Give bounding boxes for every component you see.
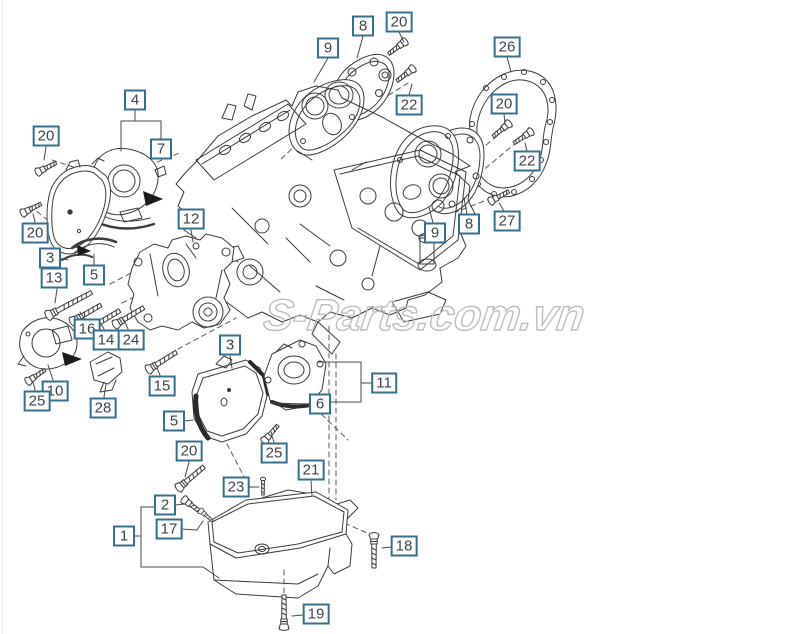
leader-line [32, 381, 36, 391]
callout-15[interactable]: 15 [148, 375, 176, 397]
callout-28[interactable]: 28 [89, 397, 117, 419]
leader-line [524, 142, 528, 152]
engine-block [175, 85, 476, 355]
leader-line [123, 319, 129, 330]
callout-5[interactable]: 5 [83, 264, 105, 286]
callout-25[interactable]: 25 [260, 442, 288, 464]
leader-line [428, 206, 434, 224]
camshaft-cover-9-left [288, 79, 365, 156]
front-case-12 [127, 233, 235, 331]
callout-27[interactable]: 27 [493, 210, 521, 232]
leader-line [79, 311, 85, 319]
leader-line [313, 57, 329, 83]
callout-14[interactable]: 14 [92, 329, 120, 351]
bolt-18 [368, 532, 380, 569]
callout-11[interactable]: 11 [371, 372, 397, 394]
leader-line [310, 480, 313, 497]
callout-26[interactable]: 26 [493, 36, 521, 58]
bolt-20-left-lower [18, 199, 44, 219]
leader-line [356, 35, 364, 59]
callout-20[interactable]: 20 [385, 11, 413, 33]
callout-12[interactable]: 12 [177, 208, 205, 230]
callout-1[interactable]: 1 [113, 525, 135, 547]
bolt-17 [196, 506, 215, 524]
callout-17[interactable]: 17 [155, 518, 183, 540]
leader-line [291, 614, 304, 617]
bolt-20-right [489, 118, 514, 141]
leader-line [99, 321, 105, 330]
clamp-28 [89, 351, 123, 393]
callout-20[interactable]: 20 [175, 440, 203, 462]
leader-line [103, 383, 107, 398]
callout-18[interactable]: 18 [390, 535, 418, 557]
callout-4[interactable]: 4 [124, 89, 146, 111]
callout-7[interactable]: 7 [150, 138, 172, 160]
bolt-22-right [511, 126, 536, 148]
callout-19[interactable]: 19 [302, 603, 330, 625]
callout-6[interactable]: 6 [309, 393, 331, 415]
leader-line [270, 402, 310, 405]
leader-line [381, 546, 392, 549]
timing-cover-lower-left [191, 355, 270, 443]
callout-21[interactable]: 21 [297, 459, 325, 481]
callout-9[interactable]: 9 [424, 222, 446, 244]
leader-line [498, 202, 505, 212]
bolt-20-top [385, 36, 410, 58]
stud-23 [259, 476, 267, 496]
callout-8[interactable]: 8 [352, 15, 374, 37]
leader-line [229, 355, 233, 369]
callout-5[interactable]: 5 [163, 410, 185, 432]
callout-13[interactable]: 13 [40, 267, 68, 289]
bolt-20-left-upper [33, 158, 59, 178]
leader-line [43, 146, 47, 161]
bolt-15 [143, 347, 180, 376]
callout-20[interactable]: 20 [21, 222, 49, 244]
leader-line [183, 419, 194, 422]
direction-arrows [62, 191, 163, 366]
leader-line [180, 520, 204, 531]
bolt-19 [278, 594, 290, 631]
leader-lines [32, 31, 528, 617]
leader-line [32, 213, 36, 223]
oil-pan-1 [207, 491, 353, 599]
callout-9[interactable]: 9 [317, 37, 339, 59]
leader-line [184, 461, 190, 478]
callout-20[interactable]: 20 [32, 125, 60, 147]
leader-line [506, 56, 512, 73]
leader-line [408, 83, 413, 96]
timing-belt-cover-upper-left-4 [46, 157, 111, 255]
callout-25[interactable]: 25 [23, 390, 51, 412]
callout-20[interactable]: 20 [490, 93, 518, 115]
leader-line [271, 435, 275, 443]
bolt-22-top [393, 63, 418, 86]
callout-8[interactable]: 8 [458, 213, 480, 235]
callout-2[interactable]: 2 [154, 494, 176, 516]
callout-23[interactable]: 23 [222, 476, 250, 498]
leader-line [463, 197, 468, 215]
leader-line [156, 367, 161, 376]
callout-3[interactable]: 3 [219, 334, 241, 356]
callout-22[interactable]: 22 [395, 94, 423, 116]
leader-line [398, 31, 405, 43]
callout-3[interactable]: 3 [39, 247, 61, 269]
watermark-text: S-Parts.com.vn [261, 291, 588, 340]
leader-line [120, 120, 162, 152]
leader-line [140, 566, 220, 579]
seal-strips-left-3-5 [61, 237, 118, 261]
callout-24[interactable]: 24 [117, 329, 145, 351]
leader-line [503, 113, 506, 125]
leader-line [47, 364, 54, 381]
leader-line [190, 229, 194, 243]
leader-line [54, 288, 58, 304]
bolt-20-bottom [173, 462, 208, 494]
callout-22[interactable]: 22 [513, 150, 541, 172]
leader-line [174, 503, 186, 506]
bracket-plate-10 [17, 317, 78, 370]
